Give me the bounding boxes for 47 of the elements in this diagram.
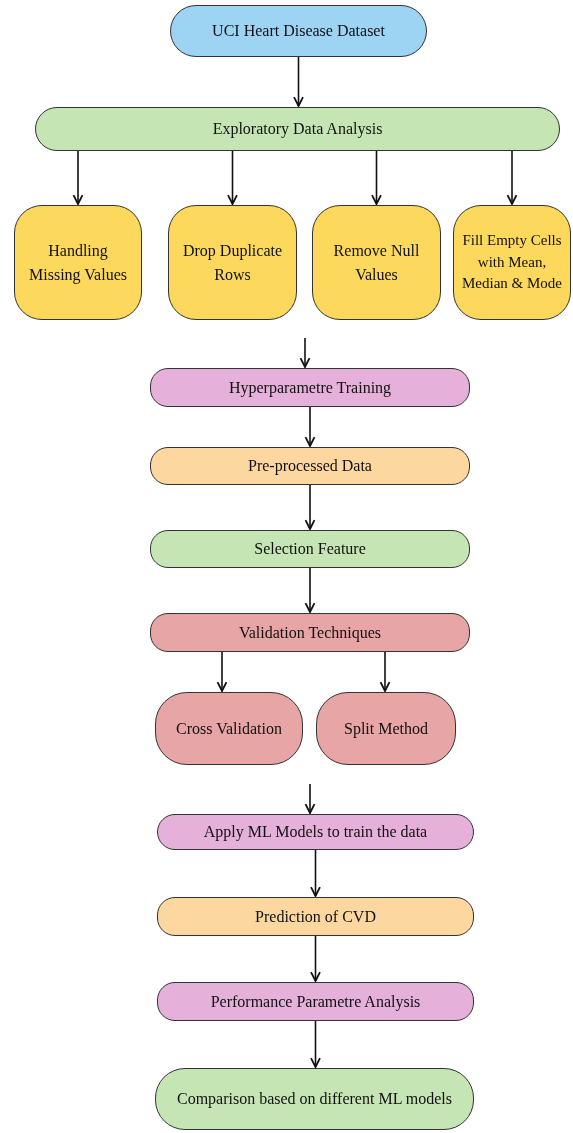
- arrow: [293, 56, 304, 107]
- arrow: [304, 783, 316, 814]
- box-text: Fill Empty Cells with Mean, Median & Mode: [461, 230, 563, 294]
- process-box: [150, 613, 470, 652]
- arrow: [310, 1020, 321, 1068]
- process-box: [157, 814, 474, 850]
- arrow: [72, 150, 84, 205]
- box-text: Cross Validation: [176, 718, 282, 739]
- box-text: Validation Techniques: [238, 622, 382, 644]
- box-text: Exploratory Data Analysis: [212, 119, 383, 140]
- arrow: [216, 651, 228, 692]
- process-box: [150, 447, 470, 485]
- process-box: [312, 205, 441, 320]
- box-text: Selection Feature: [254, 539, 366, 559]
- process-box: [157, 982, 474, 1021]
- arrow: [299, 337, 311, 368]
- box-text: Prediction of CVD: [255, 906, 376, 927]
- process-box: [168, 205, 297, 320]
- arrow: [310, 935, 321, 982]
- arrow: [304, 484, 316, 530]
- process-box: [170, 5, 427, 57]
- arrow: [310, 849, 321, 897]
- box-text: Performance Parametre Analysis: [210, 991, 421, 1013]
- box-text: Hyperparametre Training: [228, 377, 392, 399]
- arrow: [227, 150, 238, 205]
- process-box: [453, 205, 571, 320]
- arrow: [304, 406, 316, 447]
- process-box: [150, 530, 470, 568]
- box-text: UCI Heart Disease Dataset: [212, 21, 385, 41]
- process-box: [155, 692, 303, 765]
- box-text: Comparison based on different ML models: [176, 1089, 453, 1110]
- arrow: [506, 150, 518, 205]
- box-text: Drop Duplicate Rows: [181, 240, 284, 285]
- box-text: Split Method: [344, 718, 428, 740]
- box-text: Handling Missing Values: [28, 240, 128, 286]
- arrow: [304, 567, 316, 613]
- process-box: [316, 692, 456, 765]
- arrow: [379, 651, 391, 692]
- process-box: [35, 107, 560, 151]
- box-text: Pre-processed Data: [248, 456, 372, 477]
- process-box: [150, 368, 470, 407]
- box-text: Remove Null Values: [332, 240, 421, 285]
- process-box: [157, 897, 474, 936]
- process-box: [14, 205, 142, 320]
- process-box: [155, 1068, 474, 1130]
- arrow: [371, 150, 382, 205]
- box-text: Apply ML Models to train the data: [203, 822, 428, 843]
